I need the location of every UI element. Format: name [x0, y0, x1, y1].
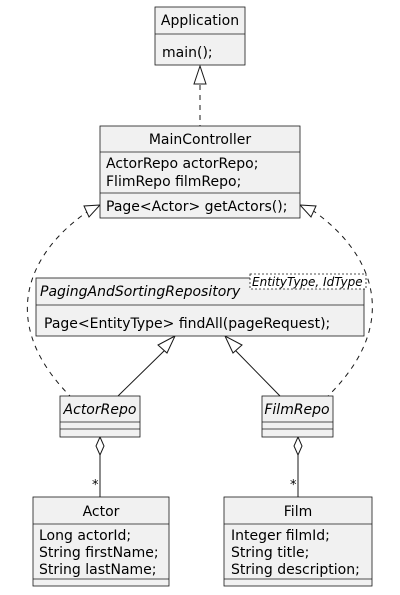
class-main-controller-name: MainController	[149, 132, 252, 148]
interface-paging-method-0: Page<EntityType> findAll(pageRequest);	[44, 316, 330, 332]
class-application[interactable]: Application main();	[154, 6, 246, 66]
interface-film-repo[interactable]: FilmRepo	[261, 395, 334, 438]
class-application-name: Application	[161, 13, 239, 29]
class-main-controller-field-0: ActorRepo actorRepo;	[106, 156, 258, 172]
edge-actor-repo-aggregates-actor: *	[92, 435, 105, 497]
class-actor-field-1: String firstName;	[39, 545, 159, 561]
class-actor-field-2: String lastName;	[39, 562, 157, 578]
edge-main-controller-implements-application	[193, 64, 207, 126]
class-film-name: Film	[284, 504, 312, 520]
edge-film-repo-to-main-controller	[298, 204, 373, 397]
class-film-field-0: Integer filmId;	[231, 528, 330, 544]
class-film-field-2: String description;	[231, 562, 360, 578]
class-actor-field-0: Long actorId;	[39, 528, 131, 544]
edge-film-repo-aggregates-film: *	[290, 435, 303, 497]
interface-paging-and-sorting-repository[interactable]: PagingAndSortingRepository Page<EntityTy…	[35, 273, 367, 337]
class-main-controller-field-1: FlimRepo filmRepo;	[106, 174, 241, 190]
class-main-controller-method-0: Page<Actor> getActors();	[106, 199, 287, 215]
edge-film-repo-extends-paging	[223, 334, 281, 397]
interface-actor-repo[interactable]: ActorRepo	[59, 395, 141, 438]
interface-actor-repo-name: ActorRepo	[63, 402, 137, 418]
edge-actor-repo-to-main-controller	[26, 204, 102, 397]
class-film[interactable]: Film Integer filmId; String title; Strin…	[223, 496, 373, 587]
interface-film-repo-name: FilmRepo	[264, 402, 329, 418]
multiplicity-film: *	[290, 478, 297, 493]
class-application-method-0: main();	[162, 45, 213, 61]
class-main-controller[interactable]: MainController ActorRepo actorRepo; Flim…	[99, 125, 301, 219]
class-actor[interactable]: Actor Long actorId; String firstName; St…	[32, 496, 170, 587]
type-parameters: EntityType, IdType	[252, 275, 363, 289]
class-film-field-1: String title;	[231, 545, 309, 561]
multiplicity-actor: *	[92, 478, 99, 493]
class-actor-name: Actor	[83, 504, 120, 520]
edge-actor-repo-extends-paging	[117, 334, 177, 397]
type-parameters-box	[249, 273, 367, 290]
interface-paging-name: PagingAndSortingRepository	[40, 284, 241, 300]
